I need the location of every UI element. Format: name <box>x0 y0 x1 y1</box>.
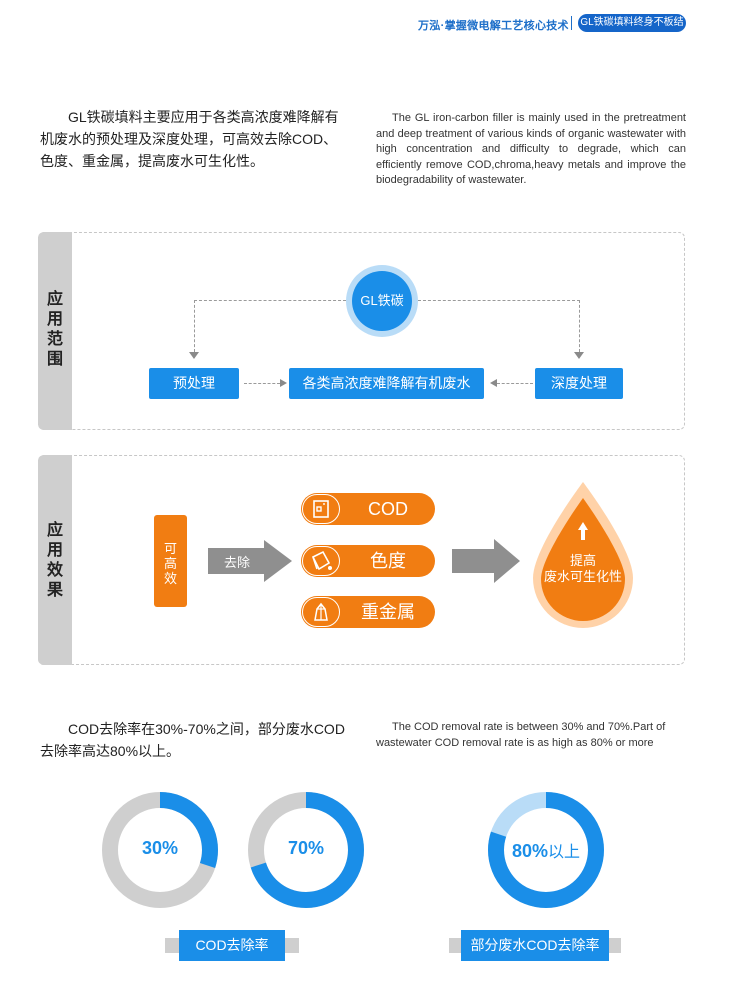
connector-right-horizontal <box>418 300 580 301</box>
application-effect-tab: 应 用 效 果 <box>38 455 72 665</box>
intro-chinese: GL铁碳填料主要应用于各类高浓度难降解有机废水的预处理及深度处理，可高效去除CO… <box>40 109 339 169</box>
arrow-left-middle <box>490 379 497 387</box>
deep-treatment-box: 深度处理 <box>535 368 623 399</box>
ring-fill-30 <box>102 792 218 908</box>
header-badge: GL铁碳填料终身不板结 <box>578 14 686 32</box>
header-divider <box>571 16 572 30</box>
connector-deep-treatment <box>497 383 533 384</box>
effect-item-cod-label: COD <box>368 499 408 519</box>
application-effect-title: 应 用 效 果 <box>46 522 63 599</box>
arrow-down-left <box>189 352 199 359</box>
header-slogan: 万泓·掌握微电解工艺核心技术 <box>418 20 569 32</box>
effect-item-chroma: 色度 <box>301 545 435 577</box>
effect-item-cod: COD <box>301 493 435 525</box>
result-arrow-icon <box>452 539 520 583</box>
paint-bucket-icon <box>311 550 332 571</box>
wastewater-box: 各类高浓度难降解有机废水 <box>289 368 484 399</box>
cod-removal-banner: COD去除率 <box>165 930 299 961</box>
connector-right-vertical <box>579 300 580 352</box>
ring-label-80: 80%以上 <box>511 841 581 861</box>
ring-label-30: 30% <box>141 838 179 858</box>
ring-label-70: 70% <box>287 838 325 858</box>
application-scope-title: 应 用 范 围 <box>46 291 63 368</box>
connector-pretreatment <box>244 383 280 384</box>
ring-fill-80 <box>488 792 604 908</box>
efficient-label-box: 可 高 效 <box>154 515 187 607</box>
partial-cod-removal-banner-label: 部分废水COD去除率 <box>461 930 609 961</box>
ring-fill-70 <box>248 792 364 908</box>
arrow-right-middle <box>280 379 287 387</box>
application-scope-tab: 应 用 范 围 <box>38 232 72 430</box>
gl-node: GL铁碳 <box>352 271 412 331</box>
remove-arrow-icon <box>208 540 292 582</box>
cod-icon <box>313 500 329 518</box>
cod-removal-banner-label: COD去除率 <box>179 930 285 961</box>
water-drop-icon <box>533 482 633 628</box>
crystal-icon-holder <box>302 597 340 627</box>
connector-left-horizontal <box>194 300 346 301</box>
arrow-down-right <box>574 352 584 359</box>
application-scope-section: 应 用 范 围 <box>38 232 685 430</box>
remove-arrow-label: 去除 <box>223 555 250 570</box>
removal-note-english: The COD removal rate is between 30% and … <box>376 721 666 749</box>
biodegradability-label: 提高 废水可生化性 <box>543 553 622 584</box>
connector-left-vertical <box>194 300 195 352</box>
effect-item-heavy-metal: 重金属 <box>301 596 435 628</box>
removal-rate-rings <box>102 792 604 908</box>
application-effect-section: 应 用 效 果 <box>38 455 685 665</box>
crystal-icon <box>314 602 328 621</box>
cod-icon-holder <box>302 494 340 524</box>
paint-bucket-icon-holder <box>302 546 340 576</box>
pretreatment-box: 预处理 <box>149 368 239 399</box>
partial-cod-removal-banner: 部分废水COD去除率 <box>449 930 621 961</box>
effect-item-chroma-label: 色度 <box>370 551 406 571</box>
removal-note-chinese: COD去除率在30%-70%之间，部分废水COD去除率高达80%以上。 <box>40 721 345 759</box>
intro-english: The GL iron-carbon filler is mainly used… <box>376 112 686 186</box>
effect-item-heavy-metal-label: 重金属 <box>361 602 415 622</box>
